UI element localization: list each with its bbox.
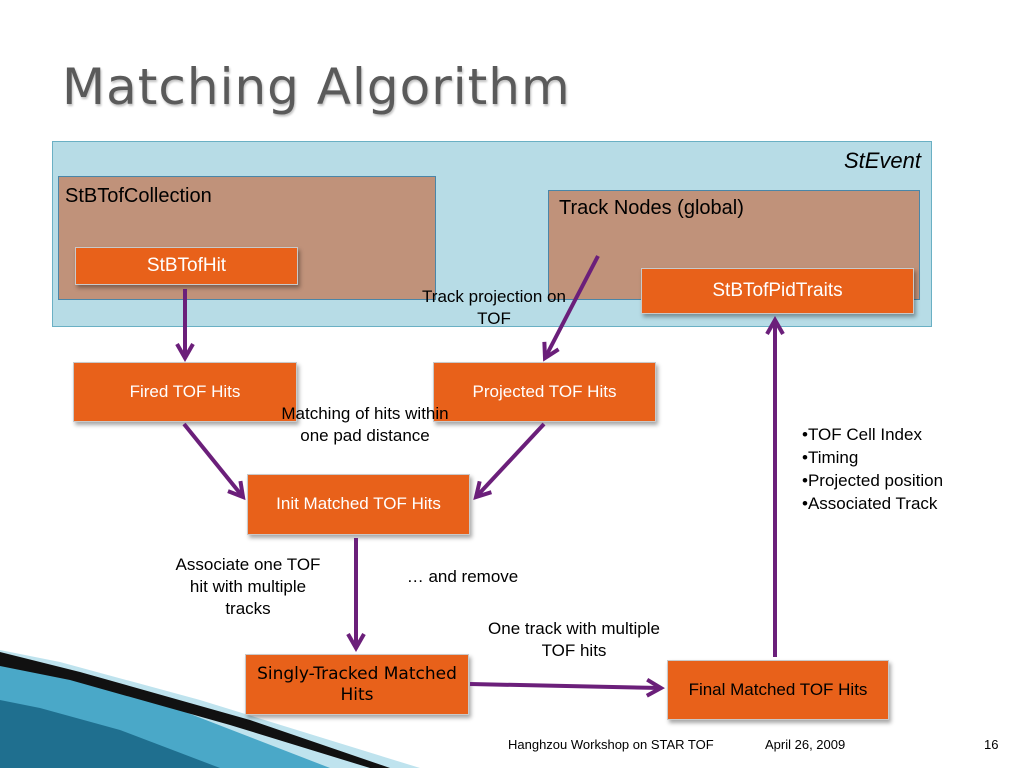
singly-tracked-matched-hits-node: Singly-Tracked Matched Hits [245,654,469,715]
fired-tof-hits-node: Fired TOF Hits [73,362,297,422]
arrow-nodes-to-projected [542,255,600,362]
bullet-item: •Timing [802,448,859,467]
associate-label: Associate one TOF hit with multiple trac… [175,555,321,619]
arrow-projected-to-init [473,422,546,500]
projected-tof-hits-node: Projected TOF Hits [433,362,656,422]
bullet-item: •Associated Track [802,494,938,513]
init-matched-tof-hits-node: Init Matched TOF Hits [247,474,470,535]
stbtofcollection-label: StBTofCollection [65,185,212,207]
pid-traits-bullet-list: •TOF Cell Index •Timing •Projected posit… [802,423,943,515]
footer-date: April 26, 2009 [765,737,846,752]
stevent-label: StEvent [843,148,921,173]
footer-page-number: 16 [984,737,999,752]
remove-label: … and remove [406,567,519,586]
arrow-fired-to-init [182,422,246,501]
bullet-item: •TOF Cell Index [802,425,922,444]
arrow-singly-to-final [469,677,666,698]
matching-label: Matching of hits within one pad distance [281,404,449,446]
final-matched-tof-hits-node: Final Matched TOF Hits [667,660,889,720]
bullet-item: •Projected position [802,471,944,490]
page-title: Matching Algorithm [62,58,571,116]
track-projection-label: Track projection on TOF [422,287,566,329]
footer-event: Hanghzou Workshop on STAR TOF [508,737,714,752]
stbtofpidtraits-node: StBTofPidTraits [641,268,914,314]
track-nodes-label: Track Nodes (global) [559,197,744,219]
one-track-label: One track with multiple TOF hits [488,619,660,661]
stbtofhit-node: StBTofHit [75,247,298,285]
